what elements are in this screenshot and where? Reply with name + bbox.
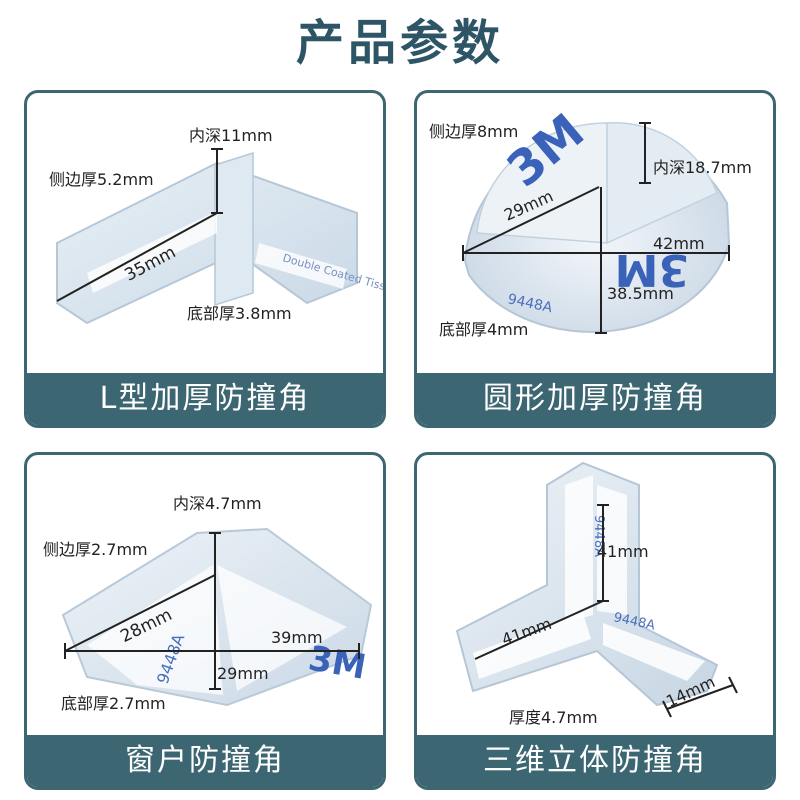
label-bottom-thickness: 底部厚2.7mm [61, 694, 166, 713]
label-side-thickness: 侧边厚8mm [429, 122, 519, 141]
label-side-thickness: 侧边厚2.7mm [43, 540, 148, 559]
label-thickness: 厚度4.7mm [509, 708, 598, 727]
label-width: 42mm [653, 234, 705, 253]
label-side-thickness: 侧边厚5.2mm [49, 170, 154, 189]
product-card-3d: 9448A 9448A 41mm 41mm 厚度4.7mm 14mm 三维立体防… [414, 452, 776, 790]
product-photo-3d: 9448A 9448A [455, 461, 738, 718]
label-bottom-thickness: 底部厚4mm [439, 320, 529, 339]
product-card-window: 3M 9448A 内深4.7mm 侧边厚2.7mm 28mm 39mm 29mm… [24, 452, 386, 790]
label-inner-depth: 内深18.7mm [653, 158, 752, 177]
label-inner-depth: 内深4.7mm [173, 494, 262, 513]
product-card-round: 3M 3M 9448A 侧边厚8mm 内深18.7mm 29mm 42mm 38… [414, 90, 776, 428]
product-name-bar: 圆形加厚防撞角 [417, 373, 773, 425]
product-photo-round: 3M 3M 9448A [462, 103, 731, 334]
product-name-bar: L型加厚防撞角 [27, 373, 383, 425]
product-photo-l-shape: Double Coated Tissue Tape [56, 148, 383, 325]
product-card-l-shape: Double Coated Tissue Tape 内深11mm 侧边厚5.2m… [24, 90, 386, 428]
label-bottom-thickness: 底部厚3.8mm [187, 304, 292, 323]
label-inner-depth: 内深11mm [189, 126, 273, 145]
label-height: 38.5mm [607, 284, 674, 303]
label-half: 29mm [217, 664, 269, 683]
label-height: 41mm [597, 542, 649, 561]
product-name-bar: 窗户防撞角 [27, 735, 383, 787]
label-width: 39mm [271, 628, 323, 647]
product-photo-window: 3M 9448A [61, 527, 373, 707]
page-title: 产品参数 [295, 15, 504, 71]
product-name-bar: 三维立体防撞角 [417, 735, 773, 787]
